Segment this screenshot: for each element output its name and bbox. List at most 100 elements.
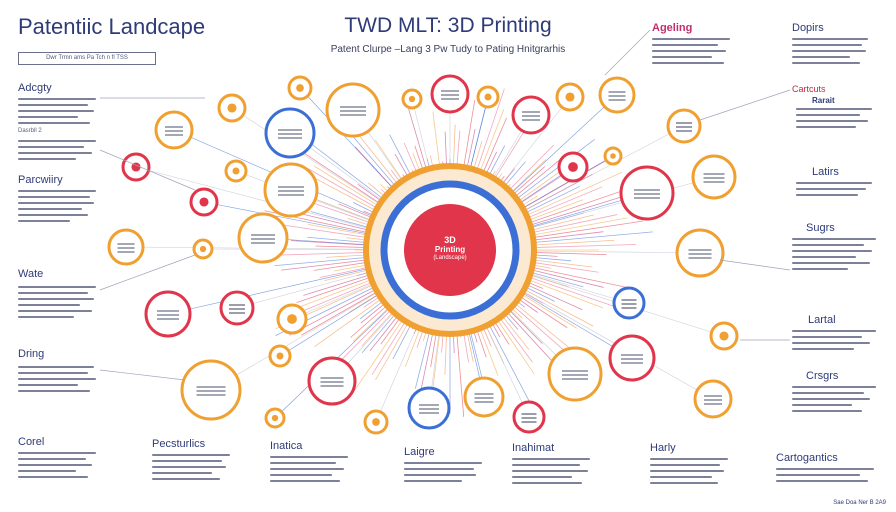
right-text-block-1	[652, 38, 732, 64]
bottom-text-block-3	[404, 462, 484, 482]
left-text-block-2	[18, 140, 98, 160]
bottom-section-title-3: Laigre	[404, 446, 435, 458]
right-section-title-5: Latirs	[812, 166, 839, 178]
topic-node	[511, 95, 551, 135]
node-glyph	[276, 352, 284, 360]
right-section-title-6: Sugrs	[806, 222, 835, 234]
left-section-title-1: Adcgty	[18, 82, 52, 94]
right-text-block-5	[796, 182, 876, 196]
center-title: TWD MLT: 3D Printing	[344, 14, 552, 37]
node-glyph	[287, 314, 297, 324]
right-section-title-8: Crsgrs	[806, 370, 839, 382]
bottom-section-title-4: Inahimat	[512, 442, 555, 454]
topic-node	[144, 290, 192, 338]
topic-node	[219, 290, 255, 326]
ray-line	[274, 255, 381, 267]
bottom-text-block-4	[512, 458, 592, 484]
footer-note: Sae Doa Ner B 2A9	[833, 500, 886, 506]
left-text-block-1	[18, 98, 98, 124]
topic-node	[107, 228, 145, 266]
left-text-block-5	[18, 366, 98, 392]
ray-line	[517, 264, 637, 290]
topic-node	[407, 386, 451, 430]
node-glyph	[610, 153, 616, 159]
right-section-title-4: Rarait	[812, 96, 835, 105]
topic-node	[263, 162, 319, 218]
topic-node	[547, 346, 603, 402]
topic-node	[619, 165, 675, 221]
hub-core	[404, 204, 496, 296]
ray-line	[519, 231, 653, 245]
hub-label: 3D Printing (Landscape)	[405, 236, 495, 263]
right-text-block-9	[776, 468, 876, 482]
left-text-block-3	[18, 190, 98, 222]
right-section-title-9: Cartogantics	[776, 452, 838, 464]
right-section-title-3: Cartcuts	[792, 84, 826, 94]
node-glyph	[232, 167, 240, 175]
topic-node	[691, 154, 737, 200]
topic-node	[512, 400, 546, 434]
leader-line	[604, 29, 651, 76]
topic-node	[264, 107, 316, 159]
right-text-block-8	[792, 386, 878, 412]
ray-line	[511, 171, 623, 223]
bottom-text-block-5	[650, 458, 730, 484]
node-glyph	[131, 162, 141, 172]
left-section-title-6: Corel	[18, 436, 45, 448]
topic-node	[325, 82, 381, 138]
bottom-text-block-1	[152, 454, 232, 480]
node-glyph	[568, 162, 578, 172]
bottom-text-block-2	[270, 456, 350, 482]
leader-line	[699, 89, 791, 121]
node-glyph	[565, 92, 575, 102]
ray-line	[514, 185, 637, 229]
node-glyph	[372, 418, 380, 426]
topic-node	[154, 110, 194, 150]
node-glyph	[199, 197, 209, 207]
leader-line	[719, 259, 791, 271]
left-text-block-6	[18, 452, 98, 478]
right-text-block-7	[792, 330, 878, 350]
subtitle-box: Dwr Trmn ams Pa Tch n fl TSS	[18, 52, 156, 65]
topic-node	[430, 74, 470, 114]
hub-line-2: Printing	[434, 245, 466, 254]
topic-node	[307, 356, 357, 406]
left-section-title-5: Dring	[18, 348, 45, 360]
right-section-title-1: Ageling	[652, 22, 693, 34]
topic-node	[612, 286, 646, 320]
ray-line	[518, 217, 628, 239]
leader-line	[99, 369, 186, 381]
right-text-block-4	[796, 108, 876, 128]
bottom-section-title-5: Harly	[650, 442, 676, 454]
topic-node	[608, 334, 656, 382]
topic-node	[666, 108, 702, 144]
right-section-title-2: Dopirs	[792, 22, 824, 34]
node-glyph	[296, 84, 304, 92]
bottom-section-title-1: Pecsturlics	[152, 438, 206, 450]
leader-line	[99, 149, 196, 191]
topic-node	[675, 228, 725, 278]
topic-node	[180, 359, 242, 421]
node-glyph	[199, 245, 207, 253]
topic-node	[237, 212, 289, 264]
left-section-label-2: Dasrbll 2	[18, 128, 42, 134]
ray-line	[515, 193, 631, 231]
node-glyph	[271, 414, 279, 422]
ray-line	[519, 244, 637, 249]
topic-node	[693, 379, 733, 419]
node-glyph	[408, 95, 416, 103]
topic-node	[463, 376, 505, 418]
hub-line-1: 3D	[444, 235, 456, 245]
right-text-block-6	[792, 238, 878, 270]
hub-line-3: (Landscape)	[433, 255, 467, 261]
center-subtitle: Patent Clurpe –Lang 3 Pw Tudy to Pating …	[330, 44, 566, 55]
leader-line	[99, 254, 196, 291]
ray-line	[518, 220, 643, 241]
page-title: Patentiic Landcape	[18, 14, 206, 39]
right-text-block-2	[792, 38, 872, 64]
left-section-title-3: Parcwiiry	[18, 174, 63, 186]
node-glyph	[719, 331, 729, 341]
node-glyph	[227, 103, 237, 113]
right-section-title-7: Lartal	[808, 314, 836, 326]
